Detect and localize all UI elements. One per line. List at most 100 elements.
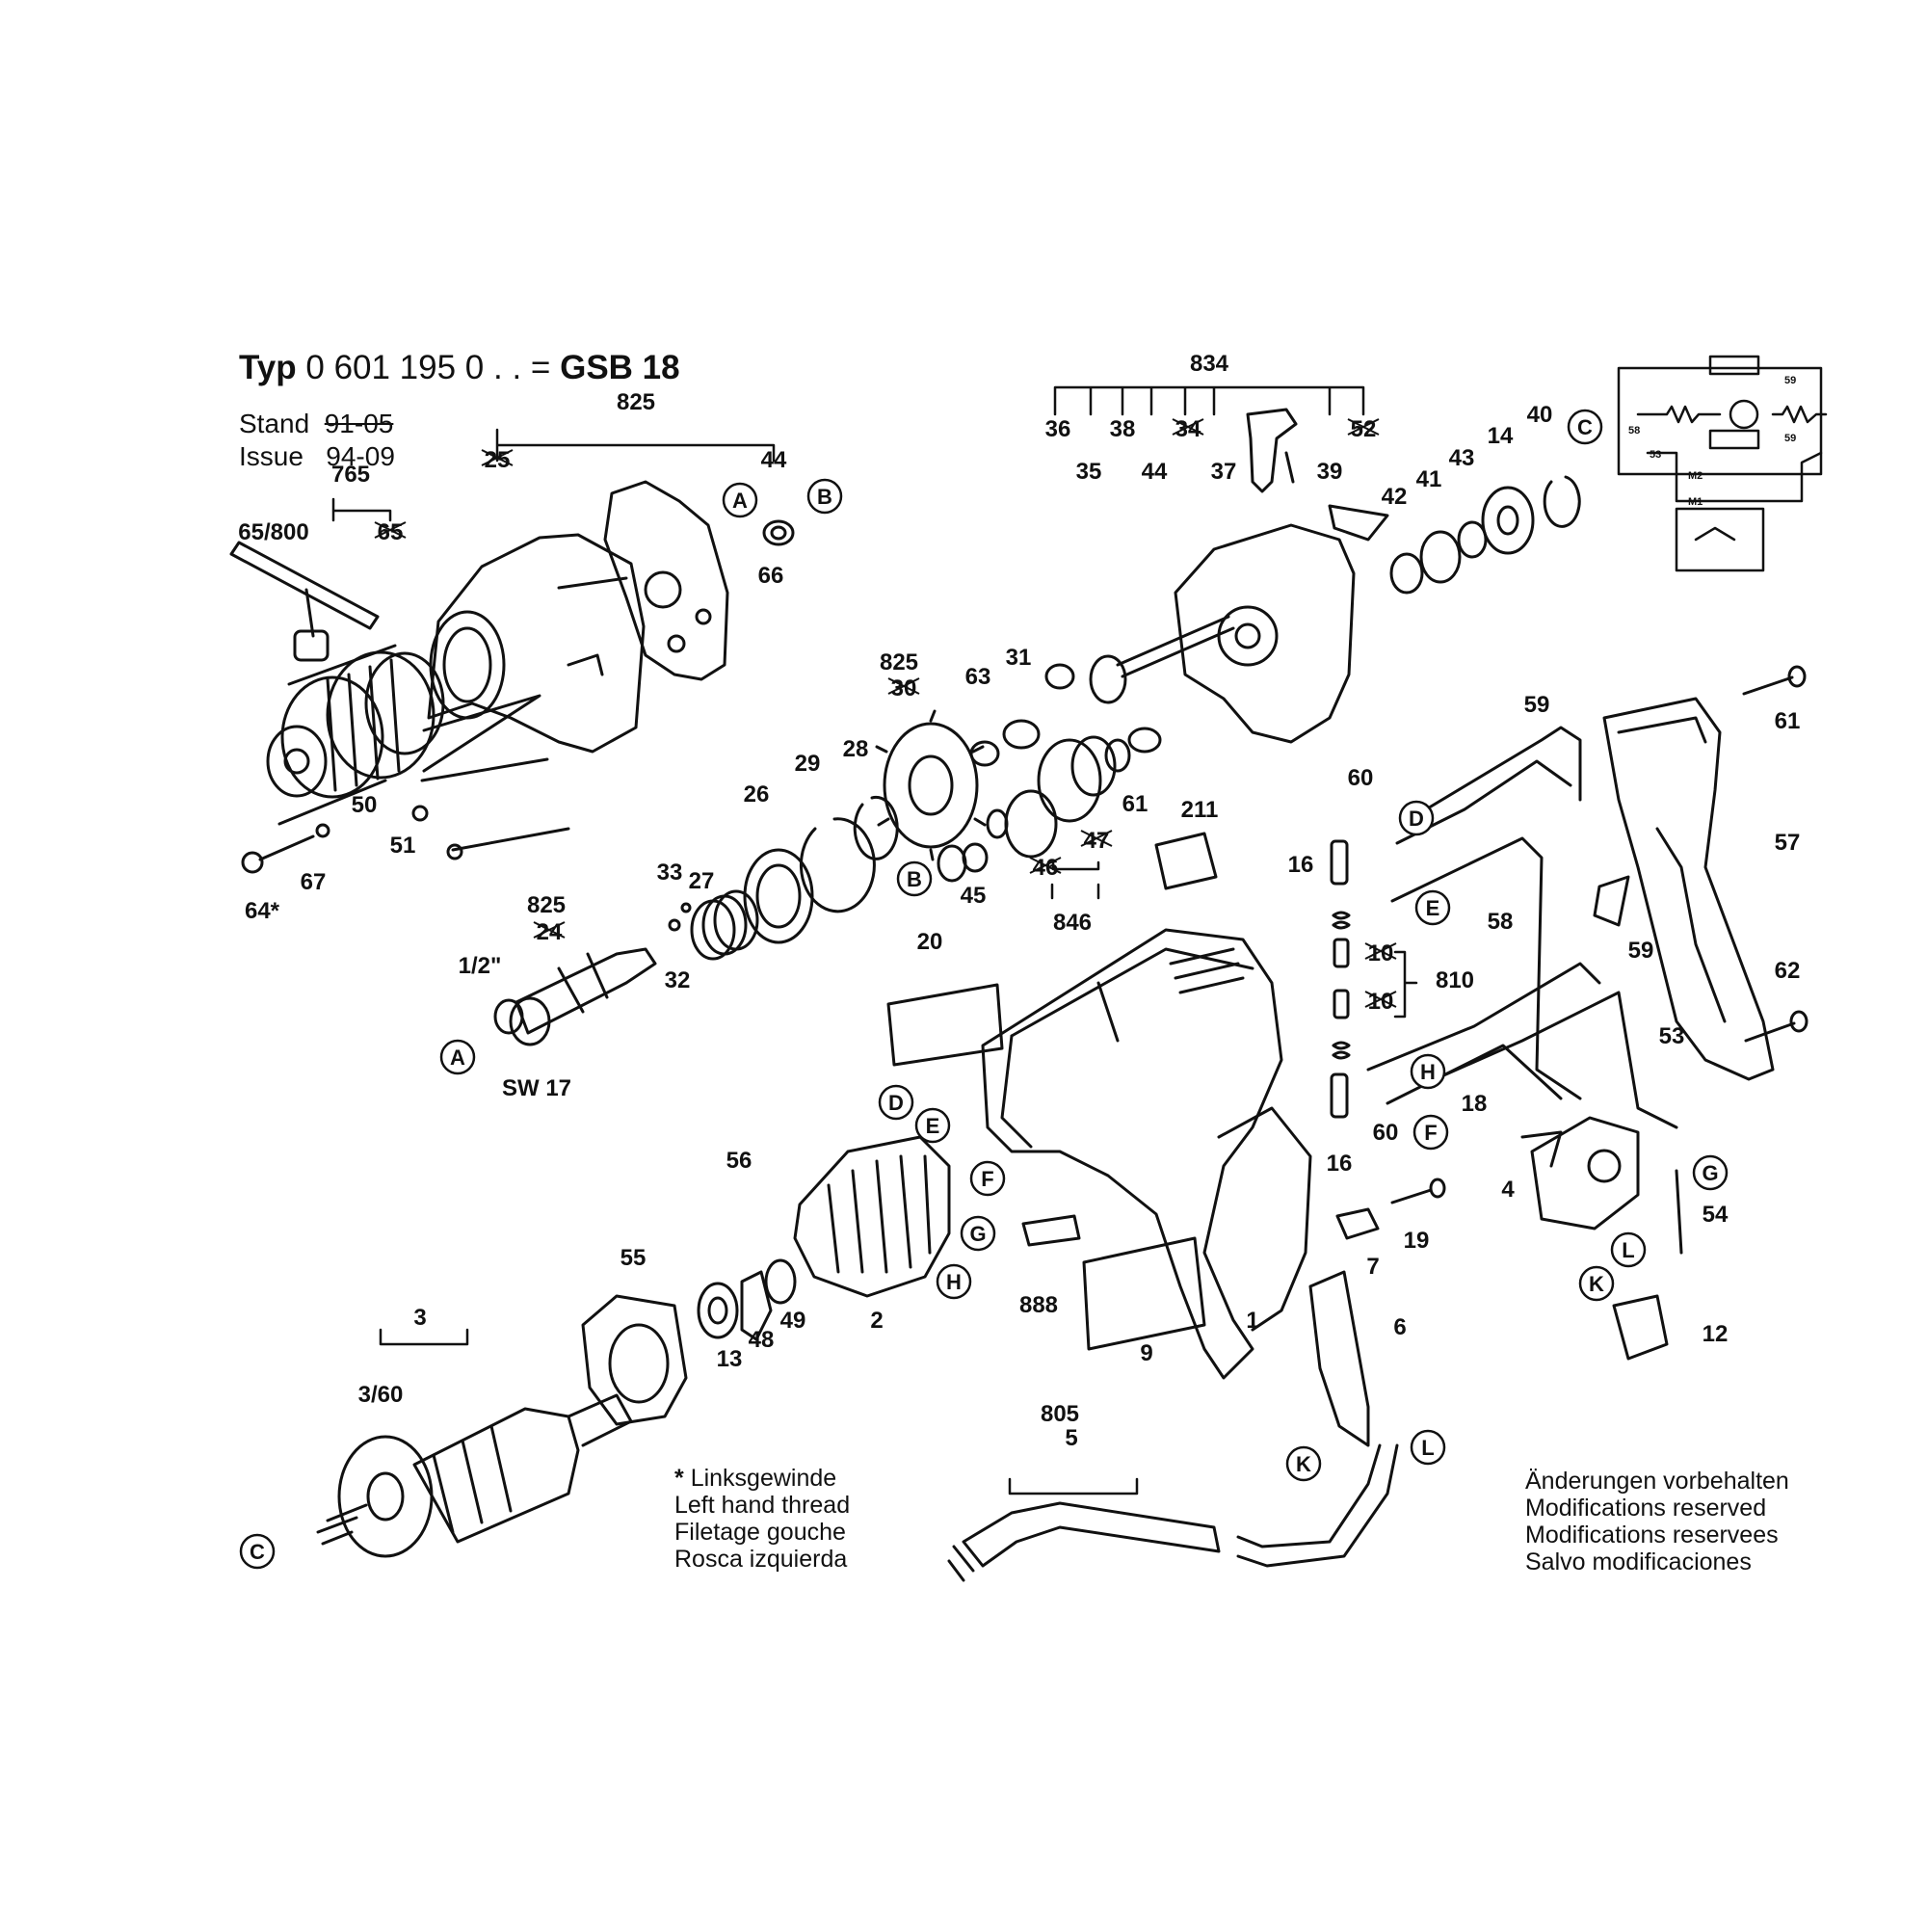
part-label-1: 1 [1246, 1308, 1258, 1334]
part-label-211: 211 [1181, 797, 1219, 823]
svg-text:F: F [981, 1167, 993, 1191]
part-label-59a: 59 [1524, 692, 1550, 718]
part-label-7: 7 [1366, 1254, 1379, 1280]
svg-text:L: L [1421, 1436, 1434, 1460]
superseded-mark [374, 521, 407, 539]
superseded-mark [1172, 418, 1204, 436]
part-label-10b: 10 [1368, 989, 1394, 1015]
stand-value: 91-05 [324, 409, 394, 438]
gearbox-housing-drawing [1116, 523, 1356, 744]
screws-50-51-drawing [241, 694, 570, 874]
svg-text:K: K [1589, 1272, 1604, 1296]
selector-knob-drawing [1246, 408, 1298, 493]
part-label-30: 30 [891, 675, 917, 701]
screws-61-62-drawing [1742, 665, 1808, 1043]
part-label-33: 33 [657, 860, 683, 886]
superseded-mark [1364, 991, 1397, 1008]
wiring-label-58: 58 [1628, 425, 1640, 437]
svg-text:B: B [817, 485, 832, 509]
svg-text:F: F [1424, 1121, 1437, 1145]
spring-bearing-drawing [668, 848, 814, 961]
part-label-888: 888 [1019, 1292, 1058, 1318]
svg-text:C: C [250, 1540, 265, 1564]
connection-marker-e: E [914, 1107, 951, 1144]
gear-housing-drawing [427, 533, 646, 754]
wiring-label-53: 53 [1650, 449, 1661, 461]
part-label-9: 9 [1140, 1340, 1152, 1366]
part-label-32: 32 [665, 967, 691, 993]
part-label-56: 56 [726, 1148, 752, 1174]
bracket-52-drawing [1328, 504, 1389, 542]
svg-text:A: A [732, 489, 748, 513]
superseded-mark [1029, 857, 1062, 874]
part-label-43: 43 [1449, 445, 1475, 471]
bushing-44-drawing [762, 519, 795, 546]
part-label-825c: 825 [880, 649, 918, 675]
part-label-48: 48 [749, 1327, 775, 1353]
part-label-19: 19 [1404, 1228, 1430, 1254]
svg-text:E: E [1426, 896, 1440, 920]
part-label-44a: 44 [761, 447, 787, 473]
part-label-13: 13 [717, 1346, 743, 1372]
svg-text:L: L [1622, 1238, 1634, 1262]
part-label-36: 36 [1045, 416, 1071, 442]
part-label-38: 38 [1110, 416, 1136, 442]
field-coil-drawing [793, 1135, 951, 1298]
part-label-18: 18 [1462, 1091, 1488, 1117]
superseded-mark [533, 921, 566, 939]
part-label-6: 6 [1393, 1314, 1406, 1340]
bearing-group-right-drawing [1389, 475, 1581, 595]
part-label-16a: 16 [1288, 852, 1314, 878]
svg-text:G: G [1702, 1161, 1718, 1185]
wiring-label-59a: 59 [1784, 375, 1796, 386]
part-label-12: 12 [1703, 1321, 1729, 1347]
wiring-label-m1: M1 [1688, 496, 1703, 508]
connection-marker-l: L [1410, 1429, 1446, 1466]
part-label-sw17: SW 17 [502, 1075, 571, 1101]
wiring-label-59b: 59 [1784, 433, 1796, 444]
gear-30-drawing [875, 709, 987, 861]
part-label-360: 3/60 [358, 1382, 404, 1408]
part-label-49: 49 [780, 1308, 806, 1334]
retaining-rings-drawing [799, 795, 899, 913]
part-label-34: 34 [1175, 416, 1201, 442]
connection-marker-b: B [806, 478, 843, 515]
part-label-28: 28 [843, 736, 869, 762]
part-label-60a: 60 [1348, 765, 1374, 791]
spindle-drawing [493, 947, 657, 1046]
part-label-65: 65 [378, 519, 404, 545]
part-label-55: 55 [620, 1245, 647, 1271]
part-label-64: 64* [245, 898, 280, 924]
part-label-25: 25 [485, 447, 511, 473]
bearings-13-48-49-drawing [697, 1258, 797, 1341]
fan-baffle-drawing [581, 1294, 688, 1426]
svg-text:E: E [926, 1114, 940, 1138]
part-label-59b: 59 [1628, 938, 1654, 964]
part-label-765: 765 [331, 462, 370, 488]
left-hand-thread-note: * Linksgewinde Left hand thread Filetage… [674, 1465, 851, 1573]
wiring-label-m2: M2 [1688, 470, 1703, 482]
part-label-54: 54 [1703, 1202, 1729, 1228]
part-label-805: 805 [1041, 1401, 1079, 1427]
connection-marker-d: D [878, 1084, 914, 1121]
part-label-51: 51 [390, 833, 416, 859]
superseded-mark [1080, 830, 1113, 847]
gear-cluster-846-drawing [937, 719, 1117, 883]
part-label-57: 57 [1775, 830, 1801, 856]
svg-text:A: A [450, 1045, 465, 1070]
connection-marker-a: A [722, 482, 758, 518]
part-label-14: 14 [1488, 423, 1514, 449]
part-label-66: 66 [758, 563, 784, 589]
part-label-44b: 44 [1142, 459, 1168, 485]
part-label-31: 31 [1006, 645, 1032, 671]
svg-text:K: K [1296, 1452, 1311, 1476]
part-label-42: 42 [1382, 484, 1408, 510]
connection-marker-h: H [1410, 1053, 1446, 1090]
part-label-50: 50 [352, 792, 378, 818]
part-label-825b: 825 [527, 892, 566, 918]
stand-line: Stand 91-05 [239, 409, 394, 438]
superseded-mark [481, 449, 514, 466]
superseded-mark [887, 677, 920, 695]
